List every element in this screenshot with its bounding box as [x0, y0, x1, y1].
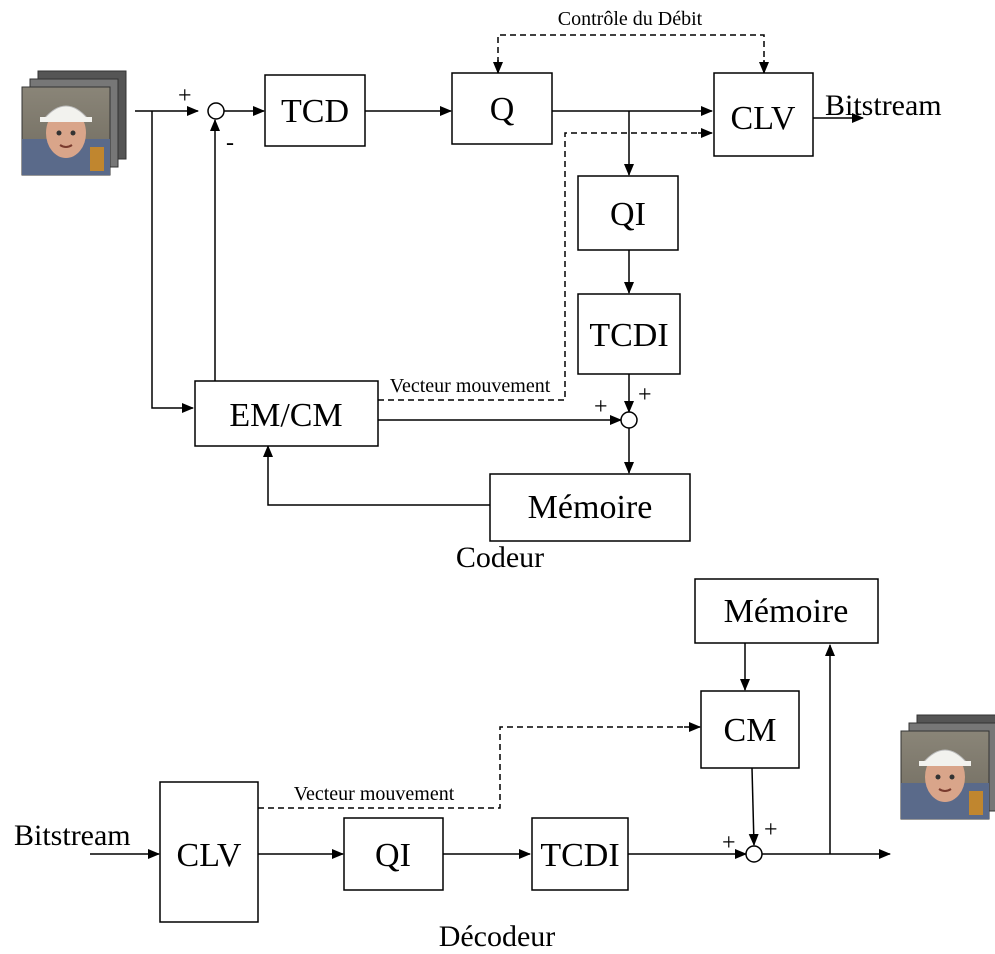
clv-label: CLV — [177, 837, 242, 874]
cm-to-sum-wire — [748, 767, 759, 846]
sub-minus-sign: - — [226, 130, 234, 156]
video-frames-icon — [21, 70, 127, 176]
q-block: Q — [451, 72, 553, 145]
motion-vector-wire — [258, 726, 686, 809]
cm-label: CM — [724, 712, 777, 749]
qi-label: QI — [610, 196, 646, 233]
motion-vector-label: Vecteur mouvement — [390, 375, 551, 397]
adder-node — [745, 845, 763, 863]
encoder-caption: Codeur — [456, 541, 544, 574]
tcdi-block: TCDI — [531, 817, 629, 891]
memory-to-emcm-wire — [263, 445, 490, 506]
memory-block: Mémoire — [694, 578, 879, 644]
bitstream-output-label: Bitstream — [825, 89, 942, 122]
clv-block: CLV — [159, 781, 259, 923]
encoder: TCD Q CLV QI TCDI EM/CM Mémoire Contrôle… — [21, 8, 942, 574]
decoder-caption: Décodeur — [439, 920, 556, 953]
tcdi-block: TCDI — [577, 293, 681, 375]
motion-vector-label: Vecteur mouvement — [294, 783, 455, 805]
sub-plus-sign: + — [178, 83, 192, 109]
clv-block: CLV — [713, 72, 814, 157]
memory-label: Mémoire — [528, 489, 653, 526]
cm-block: CM — [700, 690, 800, 769]
subtractor-node — [207, 102, 225, 120]
video-frames-icon — [900, 714, 995, 820]
adder-plus-left-sign: + — [722, 830, 736, 856]
memory-label: Mémoire — [724, 593, 849, 630]
adder-plus-top-sign: + — [638, 382, 652, 408]
qi-block: QI — [577, 175, 679, 251]
emcm-block: EM/CM — [194, 380, 379, 447]
motion-vector-wire — [378, 132, 700, 401]
tcd-label: TCD — [281, 93, 349, 130]
adder-plus-top-sign: + — [764, 817, 778, 843]
clv-label: CLV — [731, 100, 796, 137]
memory-block: Mémoire — [489, 473, 691, 542]
qi-label: QI — [375, 837, 411, 874]
emcm-label: EM/CM — [229, 397, 342, 434]
q-label: Q — [490, 91, 515, 128]
qi-block: QI — [343, 817, 444, 891]
input-branch-wire — [151, 111, 194, 413]
tcd-block: TCD — [264, 74, 366, 147]
bitstream-input-label: Bitstream — [14, 819, 131, 852]
adder-plus-left-sign: + — [594, 394, 608, 420]
tcdi-label: TCDI — [540, 837, 619, 874]
decoder: CLV QI TCDI CM Mémoire Bitstream Vecteur… — [14, 578, 995, 953]
tcdi-label: TCDI — [589, 317, 668, 354]
rate-control-label: Contrôle du Débit — [558, 8, 703, 30]
adder-node — [620, 411, 638, 429]
rate-control-wire — [497, 34, 765, 73]
